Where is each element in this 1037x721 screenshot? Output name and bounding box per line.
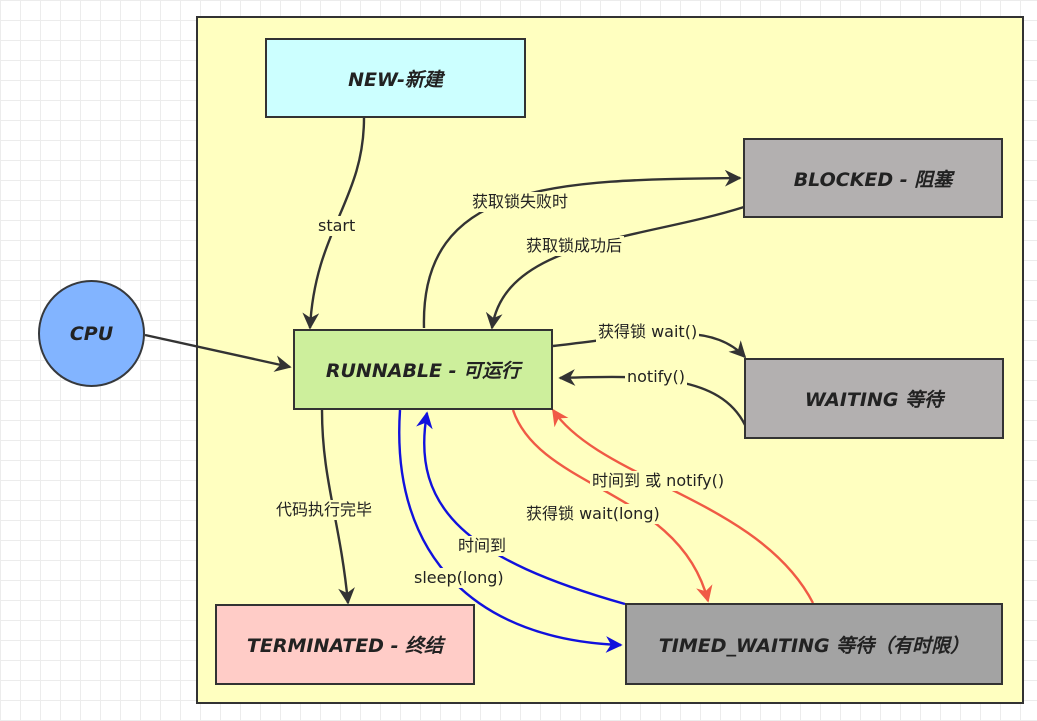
edge-wait-long	[511, 409, 713, 603]
node-new: NEW-新建	[265, 38, 526, 118]
node-terminated: TERMINATED - 终结	[215, 604, 475, 685]
edge-cpu-runnable	[144, 333, 292, 372]
node-waiting: WAITING 等待	[744, 358, 1004, 439]
edge-timeout	[416, 411, 626, 606]
node-timed-waiting: TIMED_WAITING 等待（有时限）	[625, 603, 1003, 685]
label-start: start	[316, 216, 358, 236]
label-wait: 获得锁 wait()	[596, 322, 700, 342]
node-runnable: RUNNABLE - 可运行	[293, 329, 553, 410]
label-finished: 代码执行完毕	[274, 500, 375, 520]
label-timeout: 时间到	[456, 536, 509, 556]
label-lock-fail: 获取锁失败时	[470, 192, 571, 212]
label-sleep-long: sleep(long)	[412, 568, 506, 588]
label-wait-long: 获得锁 wait(long)	[524, 504, 662, 524]
label-notify: notify()	[625, 367, 687, 387]
node-blocked: BLOCKED - 阻塞	[743, 138, 1003, 218]
node-cpu: CPU	[38, 280, 145, 387]
edge-timeout-notify	[552, 408, 815, 604]
label-lock-success: 获取锁成功后	[524, 236, 625, 256]
label-timeout-notify: 时间到 或 notify()	[590, 471, 727, 491]
edge-lock-success	[485, 205, 745, 330]
